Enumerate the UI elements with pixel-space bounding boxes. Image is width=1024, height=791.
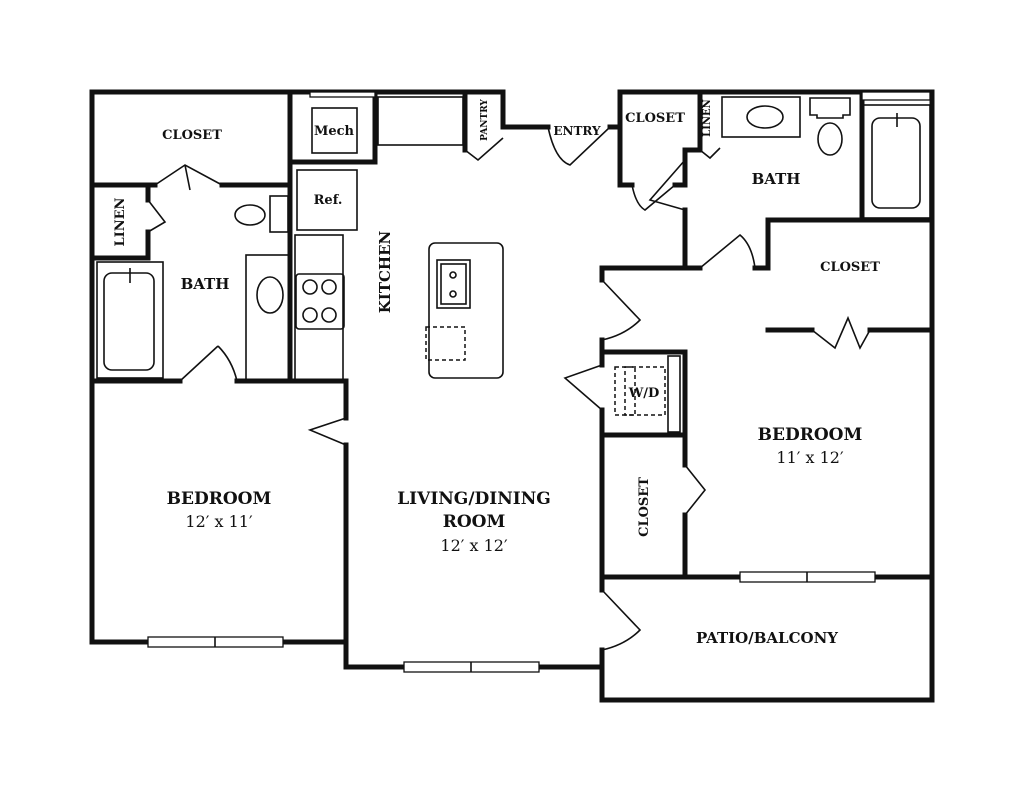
kitchen-label: KITCHEN [376,230,394,313]
mech-label: Mech [314,124,355,139]
patio-balcony-label: PATIO/BALCONY [696,629,838,647]
linen-right-label: LINEN [702,99,713,137]
bath-left-label: BATH [181,275,230,293]
living-room-label-line1: LIVING/DINING [397,489,551,509]
fixtures [96,96,931,433]
closet-right-label: CLOSET [820,260,880,275]
closet-entry-label: CLOSET [625,111,685,126]
linen-left-label: LINEN [113,197,128,246]
closet-mid-label: CLOSET [637,477,652,537]
room-labels: CLOSET LINEN BATH Mech Ref. KITCHEN PANT… [113,99,880,647]
closet-left-label: CLOSET [162,128,222,143]
living-room-label-line2: ROOM [443,512,506,532]
washer-dryer-label: W/D [628,386,660,401]
bedroom-right-dimensions: 11′ x 12′ [776,448,844,467]
refrigerator-label: Ref. [314,193,343,208]
bedroom-left-label: BEDROOM [167,489,272,509]
doors [147,126,871,651]
bedroom-right-label: BEDROOM [758,425,863,445]
living-room-dimensions: 12′ x 12′ [440,536,508,555]
entry-label: ENTRY [553,124,601,138]
walls [89,89,935,703]
bedroom-left-dimensions: 12′ x 11′ [185,512,253,531]
bath-right-label: BATH [752,170,801,188]
windows [147,91,931,673]
pantry-label: PANTRY [480,99,490,141]
